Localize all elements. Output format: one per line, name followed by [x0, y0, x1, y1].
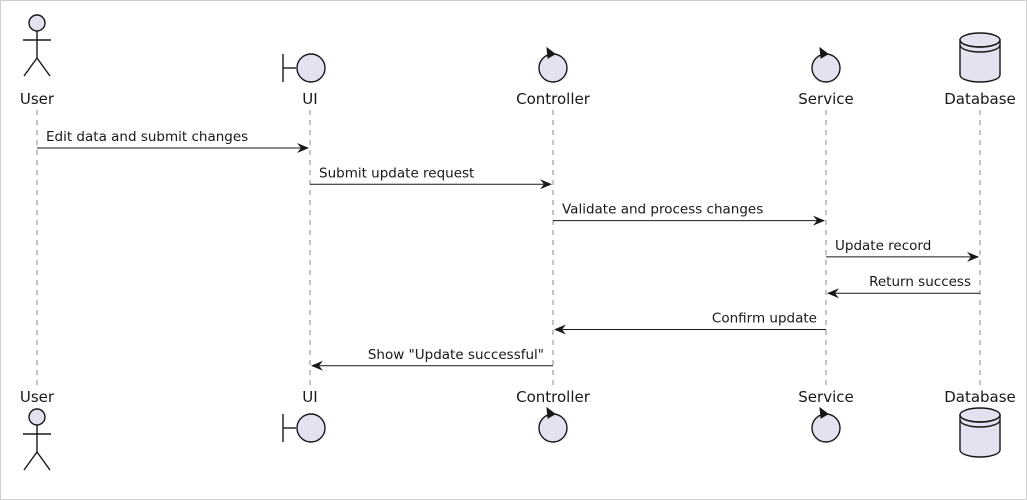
message-arrowhead: [827, 288, 839, 299]
control-circle: [538, 53, 568, 83]
message-4: Update record: [826, 238, 979, 262]
message-label: Return success: [869, 274, 971, 290]
message-arrowhead: [540, 179, 552, 190]
control-icon: [538, 46, 568, 83]
participant-name: Database: [944, 90, 1016, 108]
message-6: Confirm update: [554, 311, 826, 335]
message-1: Edit data and submit changes: [37, 129, 309, 153]
message-3: Validate and process changes: [553, 202, 825, 226]
message-label: Edit data and submit changes: [46, 129, 248, 145]
message-label: Confirm update: [712, 311, 817, 327]
database-icon: [959, 32, 1001, 83]
participant-ui-bottom: UI: [282, 388, 326, 443]
participant-name: Controller: [516, 388, 591, 406]
message-arrowhead: [813, 215, 825, 226]
participant-name: Service: [798, 388, 853, 406]
database-ring: [959, 419, 1001, 428]
participant-database-top: Database: [944, 32, 1016, 108]
control-circle: [538, 413, 568, 443]
participant-name: Controller: [516, 90, 591, 108]
message-arrowhead: [967, 251, 979, 262]
participant-ui-top: UI: [282, 53, 326, 108]
control-icon: [538, 406, 568, 443]
actor-leg-left: [23, 57, 38, 77]
message-7: Show "Update successful": [311, 347, 553, 371]
participant-name: Service: [798, 90, 853, 108]
message-arrowhead: [311, 360, 323, 371]
actor-head: [28, 14, 46, 32]
participant-service-bottom: Service: [798, 388, 854, 443]
boundary-icon: [282, 413, 326, 443]
participant-name: UI: [302, 90, 317, 108]
actor-icon: [23, 408, 51, 471]
boundary-circle: [296, 413, 326, 443]
message-5: Return success: [827, 274, 980, 299]
participant-name: User: [20, 90, 55, 108]
database-rim: [959, 414, 1001, 423]
message-2: Submit update request: [310, 165, 552, 190]
participant-heads-top: User UI Controller Service Database: [20, 14, 1016, 108]
participant-name: Database: [944, 388, 1016, 406]
control-icon: [811, 406, 841, 443]
actor-head: [28, 408, 46, 426]
participant-controller-bottom: Controller: [516, 388, 591, 443]
message-arrowhead: [297, 143, 309, 153]
boundary-icon: [282, 53, 326, 83]
participant-controller-top: Controller: [516, 46, 591, 108]
control-circle: [811, 53, 841, 83]
control-arrowhead: [819, 406, 829, 419]
participant-database-bottom: Database: [944, 388, 1016, 458]
participant-name: UI: [302, 388, 317, 406]
message-label: Submit update request: [319, 165, 474, 181]
actor-leg-right: [36, 57, 51, 77]
database-icon: [959, 407, 1001, 458]
participant-user-bottom: User: [20, 388, 55, 471]
database-rim: [959, 39, 1001, 48]
database-ring: [959, 44, 1001, 53]
control-arrowhead: [546, 406, 556, 419]
message-arrowhead: [554, 324, 566, 335]
message-label: Validate and process changes: [562, 202, 763, 218]
participant-user-top: User: [20, 14, 55, 108]
participant-service-top: Service: [798, 46, 854, 108]
control-circle: [811, 413, 841, 443]
message-label: Show "Update successful": [368, 347, 544, 363]
participant-name: User: [20, 388, 55, 406]
control-arrowhead: [546, 46, 556, 59]
participant-heads-bottom: User UI Controller Service Database: [20, 388, 1016, 471]
actor-leg-left: [23, 451, 38, 471]
control-arrowhead: [819, 46, 829, 59]
boundary-circle: [296, 53, 326, 83]
message-label: Update record: [835, 238, 931, 254]
control-icon: [811, 46, 841, 83]
actor-leg-right: [36, 451, 51, 471]
actor-icon: [23, 14, 51, 77]
